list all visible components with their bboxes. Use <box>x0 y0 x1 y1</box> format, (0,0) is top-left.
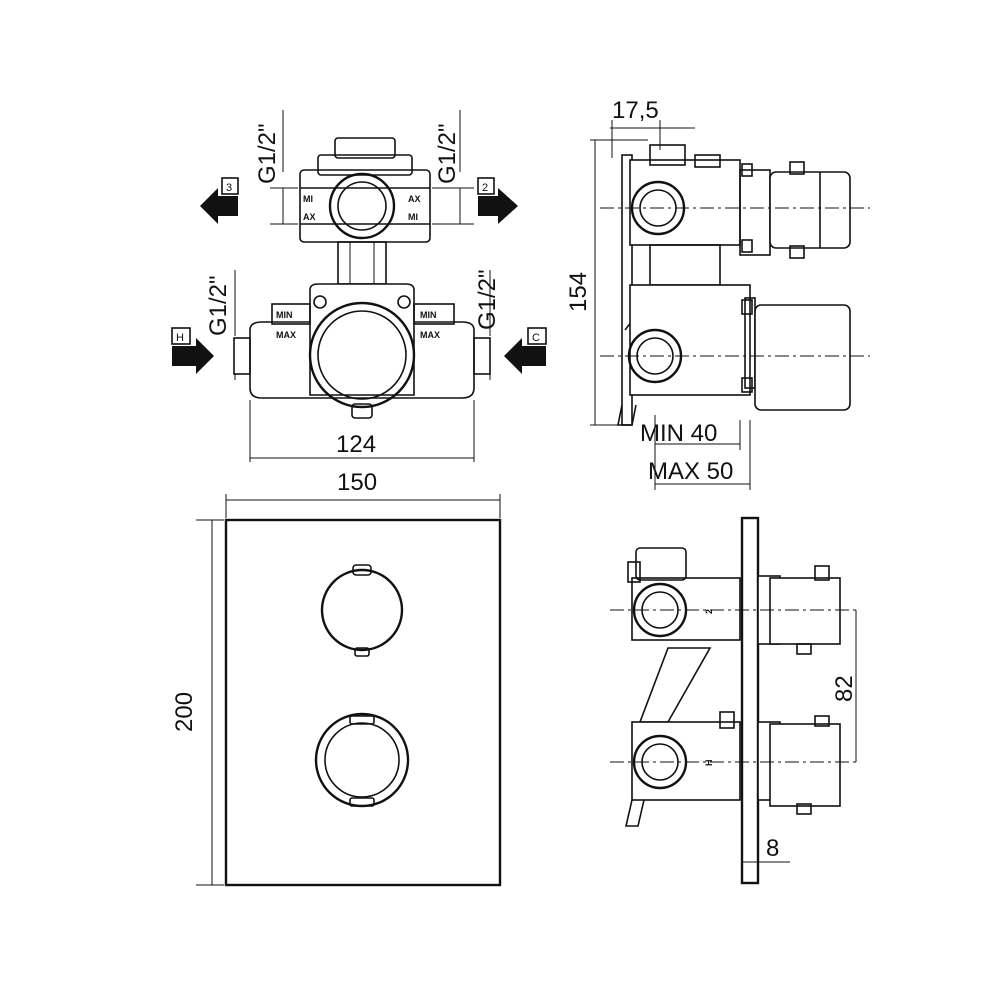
dim-pipe-bottom-right: G1/2" <box>474 269 501 330</box>
side-label-hot: H <box>704 760 714 767</box>
dim-min-depth: MIN 40 <box>640 420 717 447</box>
dim-plate-width: 150 <box>337 469 377 496</box>
port-label-2: 2 <box>482 182 488 194</box>
arrow-outlet-3: 3 <box>200 177 239 224</box>
thermostat-knob <box>314 712 410 808</box>
front-view-body: MI AX AX MI MIN MAX MIN MAX <box>233 110 491 462</box>
dim-outlet-spacing: 82 <box>831 675 858 702</box>
diverter-knob <box>320 564 404 657</box>
label-max-upper-left: AX <box>303 212 316 222</box>
port-label-3: 3 <box>226 182 232 194</box>
label-max-right: MAX <box>420 330 440 340</box>
dim-body-height: 154 <box>565 272 592 312</box>
dim-body-width: 124 <box>336 431 376 458</box>
label-min-upper-right: MI <box>408 212 418 222</box>
dim-pipe-top-left: G1/2" <box>254 123 281 184</box>
front-plate <box>196 494 502 887</box>
dim-depth-offset: 17,5 <box>612 97 659 124</box>
side-view-body <box>590 120 870 490</box>
side-label-outlet: 2 <box>704 609 714 614</box>
dim-max-depth: MAX 50 <box>648 458 733 485</box>
label-min-upper-left: MI <box>303 194 313 204</box>
label-max-left: MAX <box>276 330 296 340</box>
arrow-hot-inlet: H <box>171 327 214 374</box>
dim-plate-thickness: 8 <box>766 835 779 862</box>
port-label-h: H <box>176 332 184 344</box>
label-min-left: MIN <box>276 310 293 320</box>
label-max-upper-right: AX <box>408 194 421 204</box>
port-label-c: C <box>532 332 540 344</box>
arrow-cold-inlet: C <box>504 327 547 374</box>
assembled-side-view: 2 H <box>610 516 860 885</box>
arrow-outlet-2: 2 <box>477 177 518 224</box>
dim-pipe-bottom-left: G1/2" <box>205 275 232 336</box>
label-min-right: MIN <box>420 310 437 320</box>
dim-pipe-top-right: G1/2" <box>434 123 461 184</box>
dim-plate-height: 200 <box>171 692 198 732</box>
